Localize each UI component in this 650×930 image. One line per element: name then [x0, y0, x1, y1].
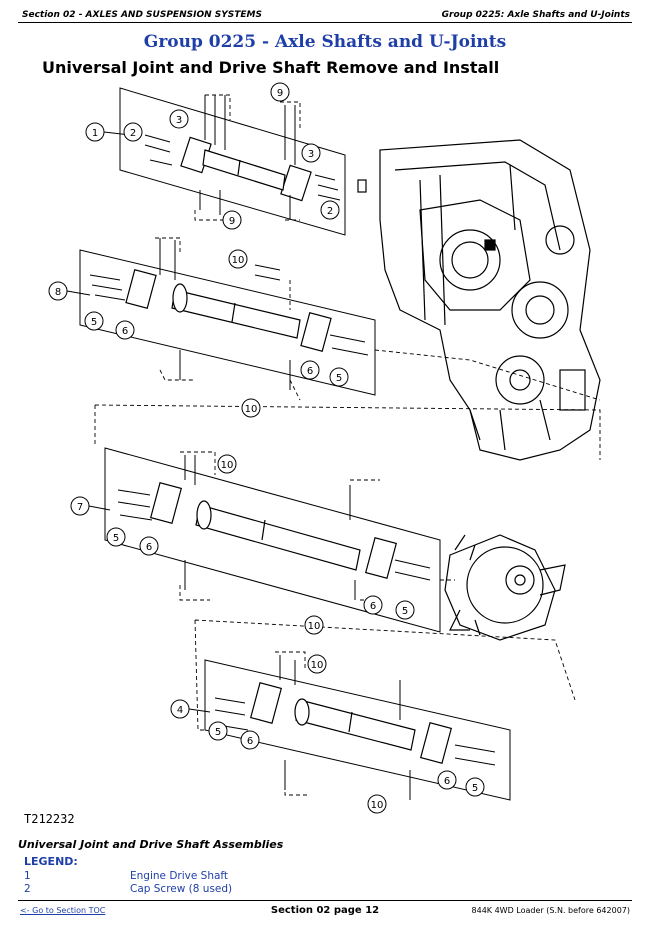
- svg-text:6: 6: [122, 326, 128, 337]
- callout-10b: [241, 398, 261, 418]
- callout-2a: [123, 122, 143, 142]
- transmission-housing: [357, 139, 601, 461]
- page-footer: <- Go to Section TOC Section 02 page 12 …: [18, 900, 632, 925]
- group-title: Group 0225 - Axle Shafts and U-Joints: [143, 32, 507, 52]
- svg-text:10: 10: [311, 660, 324, 671]
- callout-5d: [395, 600, 415, 620]
- legend-title: LEGEND:: [24, 855, 78, 868]
- callout-10e: [307, 654, 327, 674]
- callout-6d: [363, 595, 383, 615]
- svg-text:5: 5: [113, 533, 119, 544]
- svg-text:10: 10: [308, 621, 321, 632]
- svg-text:6: 6: [307, 366, 313, 377]
- callout-6c: [139, 536, 159, 556]
- callout-6f: [437, 770, 457, 790]
- svg-text:2: 2: [130, 128, 136, 139]
- callout-labels: 1 2 3 3 2 9 9 10 10 8 5 6 6 5 10 7 5 6 6…: [55, 88, 478, 811]
- legend-item-description: Cap Screw (8 used): [130, 883, 233, 895]
- callout-4: [170, 699, 211, 719]
- svg-text:5: 5: [472, 783, 478, 794]
- page-header: Section 02 - AXLES AND SUSPENSION SYSTEM…: [18, 6, 632, 23]
- svg-text:6: 6: [146, 542, 152, 553]
- svg-text:5: 5: [91, 317, 97, 328]
- callout-3b: [301, 143, 321, 163]
- svg-text:10: 10: [371, 800, 384, 811]
- svg-text:10: 10: [232, 255, 245, 266]
- figure-caption: Universal Joint and Drive Shaft Assembli…: [18, 838, 284, 851]
- model-label: 844K 4WD Loader (S.N. before 642007): [471, 906, 630, 915]
- section-label: Section 02 - AXLES AND SUSPENSION SYSTEM…: [22, 10, 262, 20]
- panel-engine-drive-shaft: [119, 87, 346, 236]
- svg-text:2: 2: [327, 206, 333, 217]
- callout-layer: [48, 82, 485, 814]
- callout-6b: [300, 360, 320, 380]
- callout-10f: [367, 794, 387, 814]
- svg-text:10: 10: [221, 460, 234, 471]
- callout-8: [48, 281, 91, 301]
- svg-text:10: 10: [245, 404, 258, 415]
- legend-item-description: Engine Drive Shaft: [130, 870, 229, 882]
- svg-text:1: 1: [92, 128, 98, 139]
- svg-text:5: 5: [336, 373, 342, 384]
- callout-6e: [240, 730, 260, 750]
- svg-text:9: 9: [277, 88, 283, 99]
- svg-text:3: 3: [308, 149, 314, 160]
- group-label: Group 0225: Axle Shafts and U-Joints: [441, 10, 630, 20]
- svg-text:6: 6: [370, 601, 376, 612]
- svg-text:8: 8: [55, 287, 61, 298]
- svg-text:6: 6: [444, 776, 450, 787]
- svg-text:3: 3: [176, 115, 182, 126]
- callout-5b: [329, 367, 349, 387]
- callout-7: [70, 496, 111, 516]
- svg-text:4: 4: [177, 705, 183, 716]
- page-title: Universal Joint and Drive Shaft Remove a…: [42, 58, 500, 77]
- callout-10a: [228, 249, 248, 269]
- callout-5e: [208, 721, 228, 741]
- svg-text:5: 5: [402, 606, 408, 617]
- callout-5f: [465, 777, 485, 797]
- page-number: Section 02 page 12: [270, 905, 380, 916]
- callout-5a: [84, 311, 104, 331]
- svg-text:6: 6: [247, 736, 253, 747]
- callout-6a: [115, 320, 135, 340]
- legend-item-number: 2: [24, 883, 31, 895]
- axle-housing: [444, 534, 566, 641]
- callout-9a: [270, 82, 290, 102]
- svg-text:5: 5: [215, 727, 221, 738]
- exploded-drive-shaft-diagram: 1 2 3 3 2 9 9 10 10 8 5 6 6 5 10 7 5 6 6…: [48, 82, 601, 814]
- panel-drive-shaft-7: [94, 404, 601, 633]
- svg-text:7: 7: [77, 502, 83, 513]
- panel-drive-shaft-4: [194, 619, 576, 801]
- callout-10d: [304, 615, 324, 635]
- legend-item-number: 1: [24, 870, 31, 882]
- figure-number: T212232: [24, 812, 75, 826]
- callout-3a: [169, 109, 189, 129]
- panel-drive-shaft-8: [79, 237, 601, 401]
- callout-5c: [106, 527, 126, 547]
- callout-10c: [217, 454, 237, 474]
- svg-text:9: 9: [229, 216, 235, 227]
- callout-2b: [320, 200, 340, 220]
- section-toc-link[interactable]: <- Go to Section TOC: [20, 906, 106, 915]
- callout-9b: [222, 210, 242, 230]
